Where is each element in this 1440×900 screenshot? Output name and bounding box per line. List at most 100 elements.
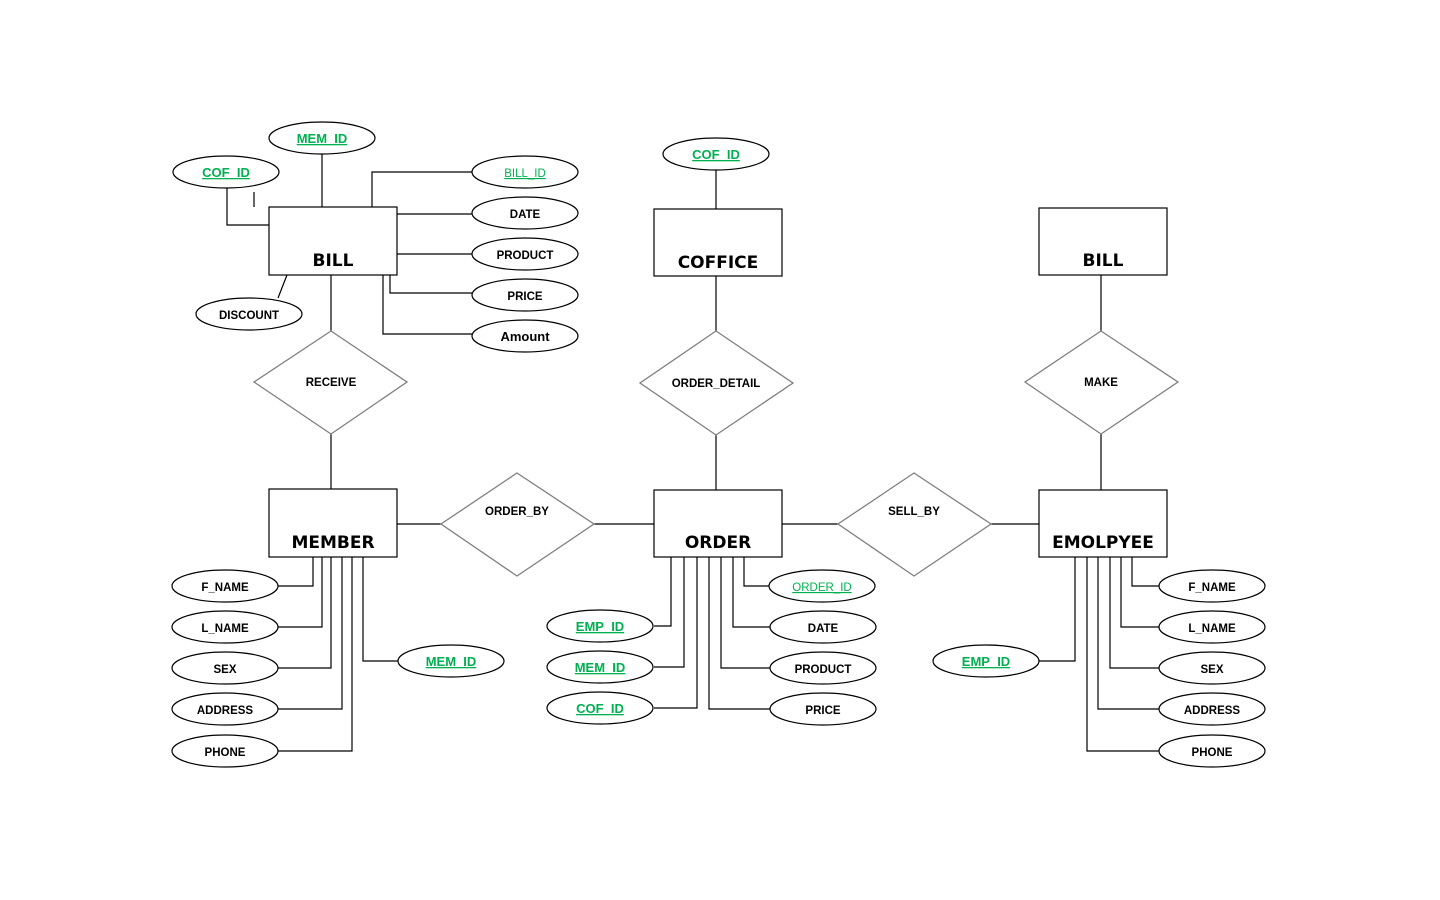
connector-employee-sex <box>1109 557 1159 669</box>
relationship-sell-by[interactable]: SELL_BY <box>836 472 993 577</box>
key-attribute-label: BILL_ID <box>504 168 546 180</box>
relationship-label: MAKE <box>1084 377 1118 389</box>
attribute-bill-date[interactable]: DATE <box>471 196 579 230</box>
relationship-label: RECEIVE <box>306 377 357 389</box>
relationship-receive[interactable]: RECEIVE <box>252 330 409 435</box>
entity-bill-right[interactable]: BILL <box>1038 207 1168 276</box>
attribute-label: PRICE <box>805 705 840 717</box>
entity-label: BILL <box>313 251 354 271</box>
relationship-order-by[interactable]: ORDER_BY <box>439 472 596 577</box>
attribute-employee-l-name[interactable]: L_NAME <box>1158 610 1266 644</box>
entity-label: COFFICE <box>678 253 759 273</box>
attribute-order-price[interactable]: PRICE <box>769 692 877 726</box>
entity-label: ORDER <box>685 533 751 553</box>
attribute-bill-discount[interactable]: DISCOUNT <box>195 297 303 331</box>
connector-order-emp-id <box>654 557 672 627</box>
connector-order-order-id <box>743 557 770 587</box>
attribute-label: PRICE <box>507 291 542 303</box>
relationship-label: ORDER_BY <box>485 506 549 518</box>
attribute-order-product[interactable]: PRODUCT <box>769 651 877 685</box>
attribute-coffice-cof-id[interactable]: COF_ID <box>662 137 770 171</box>
key-attribute-label: MEM_ID <box>575 660 626 675</box>
attribute-order-emp-id[interactable]: EMP_ID <box>546 609 654 643</box>
entity-label: BILL <box>1083 251 1124 271</box>
key-attribute-label: EMP_ID <box>962 654 1010 669</box>
attribute-label: PRODUCT <box>795 664 852 676</box>
attribute-bill-bill-id[interactable]: BILL_ID <box>471 155 579 189</box>
attribute-label: F_NAME <box>201 582 249 594</box>
attribute-order-order-id[interactable]: ORDER_ID <box>768 569 876 603</box>
attribute-member-l-name[interactable]: L_NAME <box>171 610 279 644</box>
attribute-label: L_NAME <box>1188 623 1236 635</box>
attribute-member-address[interactable]: ADDRESS <box>171 692 279 726</box>
attribute-order-mem-id[interactable]: MEM_ID <box>546 650 654 684</box>
attribute-member-sex[interactable]: SEX <box>171 651 279 685</box>
attribute-label: DATE <box>808 623 839 635</box>
key-attribute-label: MEM_ID <box>297 131 348 146</box>
connector-member-f-name <box>278 557 314 587</box>
relationship-order-detail[interactable]: ORDER_DETAIL <box>638 330 795 436</box>
connector-member-sex <box>278 557 332 669</box>
attribute-bill-mem-id[interactable]: MEM_ID <box>268 121 376 155</box>
connector-employee-l-name <box>1120 557 1159 628</box>
attribute-label: SEX <box>1200 664 1223 676</box>
relationship-make[interactable]: MAKE <box>1023 330 1180 435</box>
entity-label: MEMBER <box>291 533 374 553</box>
connector-bill-bill-id <box>371 171 472 207</box>
attribute-label: F_NAME <box>1188 582 1236 594</box>
connector-bill-amount <box>382 275 472 335</box>
entity-employee[interactable]: EMOLPYEE <box>1038 489 1168 558</box>
connector-employee-emp-id <box>1039 557 1076 662</box>
attribute-bill-product[interactable]: PRODUCT <box>471 237 579 271</box>
attribute-label: PHONE <box>1192 747 1233 759</box>
attribute-order-cof-id[interactable]: COF_ID <box>546 691 654 725</box>
attribute-bill-cof-id[interactable]: COF_ID <box>172 155 280 189</box>
attribute-member-phone[interactable]: PHONE <box>171 734 279 768</box>
attribute-label: ADDRESS <box>197 705 254 717</box>
connector-bill-discount <box>277 274 288 299</box>
connector-employee-phone <box>1086 557 1159 752</box>
attribute-label: Amount <box>500 329 550 344</box>
connector-order-product <box>720 557 770 669</box>
key-attribute-label: COF_ID <box>692 147 740 162</box>
attribute-order-date[interactable]: DATE <box>769 610 877 644</box>
connector-employee-address <box>1097 557 1159 710</box>
attribute-label: L_NAME <box>201 623 249 635</box>
entity-label: EMOLPYEE <box>1052 533 1154 553</box>
attribute-employee-sex[interactable]: SEX <box>1158 651 1266 685</box>
attribute-employee-phone[interactable]: PHONE <box>1158 734 1266 768</box>
attribute-employee-f-name[interactable]: F_NAME <box>1158 569 1266 603</box>
attribute-label: PRODUCT <box>497 250 554 262</box>
attribute-employee-emp-id[interactable]: EMP_ID <box>932 644 1040 678</box>
attribute-employee-address[interactable]: ADDRESS <box>1158 692 1266 726</box>
connector-order-date <box>732 557 770 628</box>
connector-bill-cof-id <box>226 188 269 226</box>
attribute-member-f-name[interactable]: F_NAME <box>171 569 279 603</box>
connector-order-mem-id <box>654 557 685 668</box>
attribute-bill-price[interactable]: PRICE <box>471 278 579 312</box>
key-attribute-label: MEM_ID <box>426 654 477 669</box>
attribute-bill-amount[interactable]: Amount <box>471 319 579 353</box>
connectors <box>226 154 1159 752</box>
entity-coffice[interactable]: COFFICE <box>653 208 783 277</box>
entity-order[interactable]: ORDER <box>653 489 783 558</box>
attribute-label: DATE <box>510 209 541 221</box>
attribute-label: DISCOUNT <box>219 310 279 322</box>
entity-member[interactable]: MEMBER <box>268 488 398 558</box>
key-attribute-label: COF_ID <box>202 165 250 180</box>
connector-order-cof-id <box>654 557 698 709</box>
key-attribute-label: COF_ID <box>576 701 624 716</box>
connector-employee-f-name <box>1131 557 1159 587</box>
connector-member-l-name <box>278 557 323 628</box>
attribute-label: PHONE <box>205 747 246 759</box>
attribute-label: SEX <box>213 664 236 676</box>
connector-order-price <box>708 557 770 710</box>
attribute-member-mem-id[interactable]: MEM_ID <box>397 644 505 678</box>
entity-bill-left[interactable]: BILL <box>268 206 398 276</box>
connector-member-address <box>278 557 343 710</box>
connector-member-mem-id <box>362 557 398 662</box>
attribute-label: ADDRESS <box>1184 705 1241 717</box>
connector-bill-price <box>389 275 472 294</box>
key-attribute-label: ORDER_ID <box>792 582 851 594</box>
